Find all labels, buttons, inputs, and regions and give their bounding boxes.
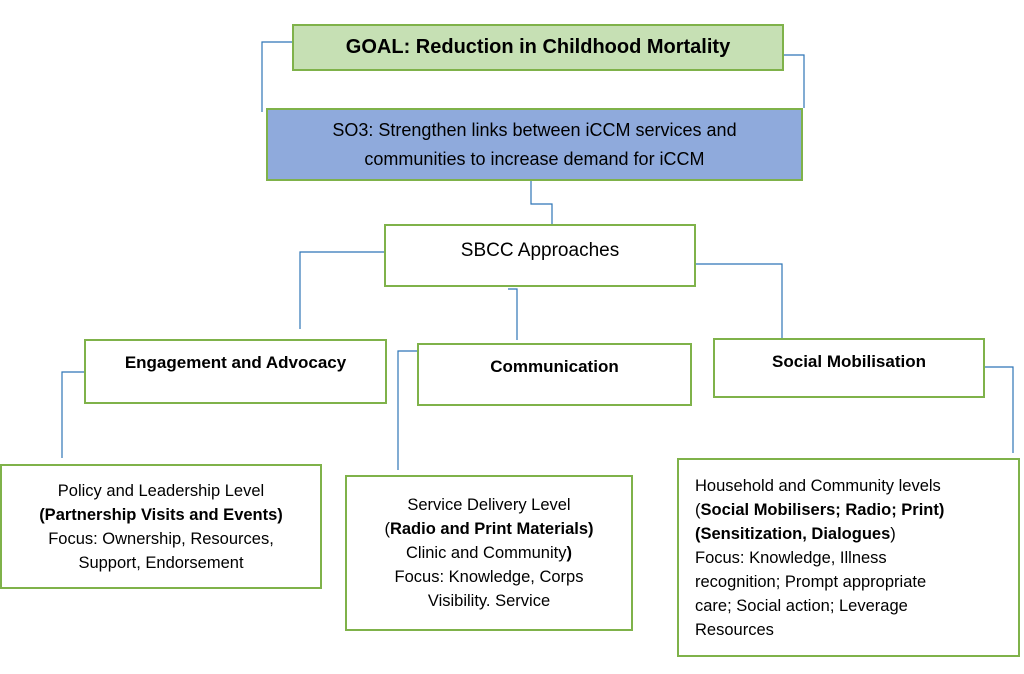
service-delivery-box: Service Delivery Level (Radio and Print … (345, 475, 633, 631)
connector-goal-left (261, 41, 292, 112)
social-mobilisation-label: Social Mobilisation (772, 352, 926, 371)
social-mobilisation-box: Social Mobilisation (713, 338, 985, 398)
policy-line-4: Support, Endorsement (78, 553, 244, 572)
sbcc-approaches-box: SBCC Approaches (384, 224, 696, 287)
so3-box: SO3: Strengthen links between iCCM servi… (266, 108, 803, 181)
goal-box: GOAL: Reduction in Childhood Mortality (292, 24, 784, 71)
communication-label: Communication (490, 357, 619, 376)
connector-sbcc-social (696, 263, 783, 342)
household-line-4: Focus: Knowledge, Illness (695, 548, 887, 567)
connector-sbcc-communication (508, 288, 518, 340)
so3-line-2: communities to increase demand for iCCM (364, 148, 705, 169)
connector-communication-service (397, 350, 417, 470)
sbcc-approaches-text: SBCC Approaches (460, 240, 620, 261)
household-line-2: (Social Mobilisers; Radio; Print) (695, 498, 944, 522)
policy-line-2: (Partnership Visits and Events) (39, 505, 283, 524)
policy-leadership-box: Policy and Leadership Level (Partnership… (0, 464, 322, 589)
service-line-3-paren: ) (566, 544, 572, 562)
goal-text: GOAL: Reduction in Childhood Mortality (345, 36, 731, 58)
connector-sbcc-engagement (299, 251, 384, 329)
connector-goal-right (784, 54, 805, 108)
policy-line-3: Focus: Ownership, Resources, (48, 529, 274, 548)
service-line-2-bold: Radio and Print Materials) (389, 520, 594, 538)
household-line-3-paren: ) (890, 524, 896, 543)
household-line-7: Resources (695, 620, 774, 639)
connector-so3-sbcc (530, 181, 553, 224)
service-line-3: Clinic and Community) (406, 541, 572, 565)
household-line-3-bold: (Sensitization, Dialogues (695, 524, 891, 543)
policy-line-1: Policy and Leadership Level (57, 481, 265, 500)
connector-social-household (985, 366, 1014, 453)
service-line-1: Service Delivery Level (407, 496, 571, 514)
engagement-advocacy-label: Engagement and Advocacy (124, 353, 347, 372)
service-line-3-text: Clinic and Community (406, 544, 567, 562)
service-line-4: Focus: Knowledge, Corps (394, 568, 584, 586)
household-community-box: Household and Community levels (Social M… (677, 458, 1020, 657)
service-line-5: Visibility. Service (427, 592, 551, 610)
service-line-2-paren: ( (384, 520, 390, 538)
household-line-2-paren: ( (695, 500, 701, 519)
household-line-1: Household and Community levels (695, 476, 941, 495)
household-line-6: care; Social action; Leverage (695, 596, 908, 615)
household-line-5: recognition; Prompt appropriate (695, 572, 927, 591)
connector-engagement-policy (61, 371, 84, 458)
so3-line-1: SO3: Strengthen links between iCCM servi… (332, 119, 737, 140)
engagement-advocacy-box: Engagement and Advocacy (84, 339, 387, 404)
service-line-2: (Radio and Print Materials) (384, 517, 593, 541)
household-line-2-bold: Social Mobilisers; Radio; Print) (700, 500, 945, 519)
communication-box: Communication (417, 343, 692, 406)
household-line-3: (Sensitization, Dialogues) (695, 522, 896, 546)
